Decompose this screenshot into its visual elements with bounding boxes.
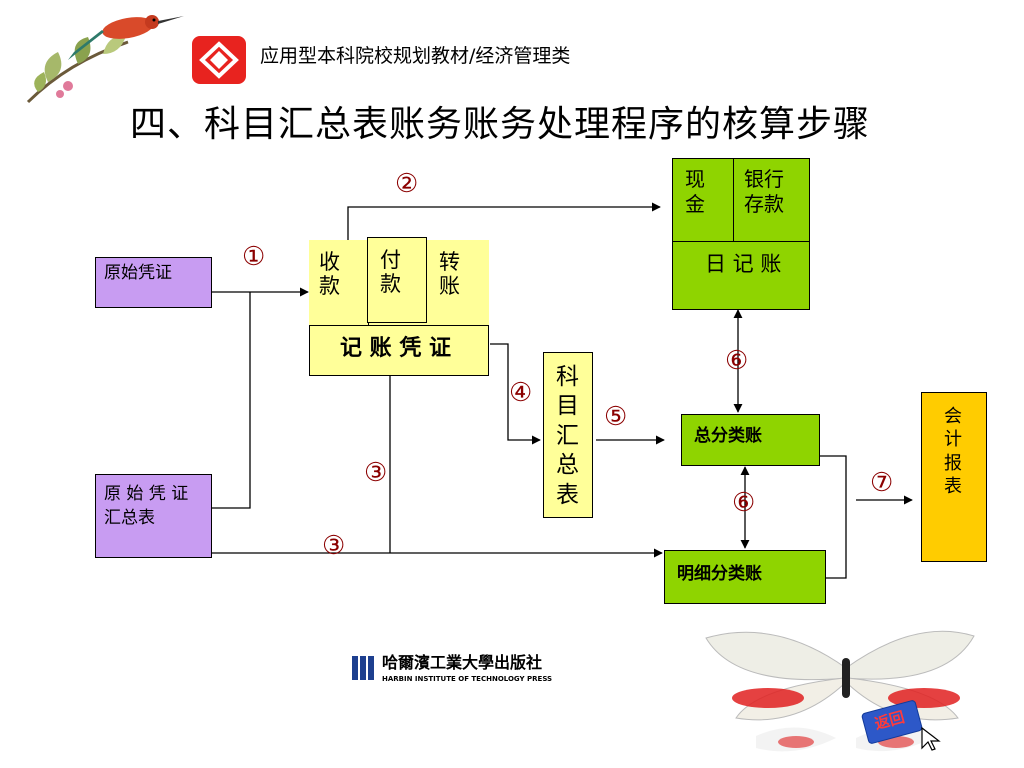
step-5-label: ⑤ bbox=[604, 402, 628, 432]
cash-box: 现金 bbox=[672, 158, 734, 242]
general-ledger-box: 总分类账 bbox=[681, 414, 820, 466]
original-voucher-box: 原始凭证 bbox=[95, 257, 212, 308]
detail-ledger-box: 明细分类账 bbox=[664, 550, 826, 604]
page-title: 四、科目汇总表账务账务处理程序的核算步骤 bbox=[130, 104, 871, 145]
step-7-label: ⑦ bbox=[870, 468, 894, 498]
transfer-voucher-box: 转账 bbox=[427, 240, 489, 325]
accounting-report-label: 会计报表 bbox=[944, 406, 962, 498]
account-summary-label: 科目汇总表 bbox=[556, 364, 579, 508]
step-3-label: ③ bbox=[364, 458, 388, 488]
journal-label: 日 记 账 bbox=[705, 252, 782, 276]
publisher-logo-icon bbox=[352, 654, 376, 686]
payment-voucher-box: 付款 bbox=[367, 237, 427, 323]
bank-deposit-label: 银行存款 bbox=[744, 167, 784, 216]
cash-label: 现金 bbox=[685, 167, 705, 216]
series-title: 应用型本科院校规划教材/经济管理类 bbox=[260, 45, 571, 67]
original-summary-box: 原 始 凭 证 汇总表 bbox=[95, 474, 212, 558]
receipt-voucher-box: 收款 bbox=[309, 240, 369, 325]
accounting-voucher-box: 记 账 凭 证 bbox=[309, 325, 489, 376]
receipt-label: 收款 bbox=[319, 250, 340, 299]
step-2-label: ② bbox=[395, 169, 419, 199]
publisher-name: 哈爾濱工業大學出版社 bbox=[382, 653, 543, 672]
accounting-report-box: 会计报表 bbox=[921, 392, 987, 562]
step-6-label: ⑥ bbox=[725, 346, 749, 376]
step-6-label: ⑥ bbox=[732, 488, 756, 518]
step-3-label: ③ bbox=[322, 531, 346, 561]
bank-deposit-box: 银行存款 bbox=[733, 158, 810, 242]
publisher-name-en: HARBIN INSTITUTE OF TECHNOLOGY PRESS bbox=[382, 675, 553, 683]
cursor-icon bbox=[921, 726, 941, 751]
accounting-voucher-label: 记 账 凭 证 bbox=[340, 335, 451, 361]
original-summary-label: 原 始 凭 证 汇总表 bbox=[104, 484, 189, 528]
general-ledger-label: 总分类账 bbox=[694, 426, 762, 446]
transfer-label: 转账 bbox=[439, 250, 460, 299]
detail-ledger-label: 明细分类账 bbox=[677, 564, 762, 584]
step-4-label: ④ bbox=[509, 378, 533, 408]
payment-label: 付款 bbox=[380, 248, 401, 297]
step-1-label: ① bbox=[242, 242, 266, 272]
bird-illustration bbox=[26, 15, 184, 104]
series-logo-icon bbox=[192, 36, 246, 84]
return-button-label: 返回 bbox=[872, 708, 907, 734]
original-voucher-label: 原始凭证 bbox=[104, 263, 172, 283]
account-summary-box: 科目汇总表 bbox=[543, 352, 593, 518]
